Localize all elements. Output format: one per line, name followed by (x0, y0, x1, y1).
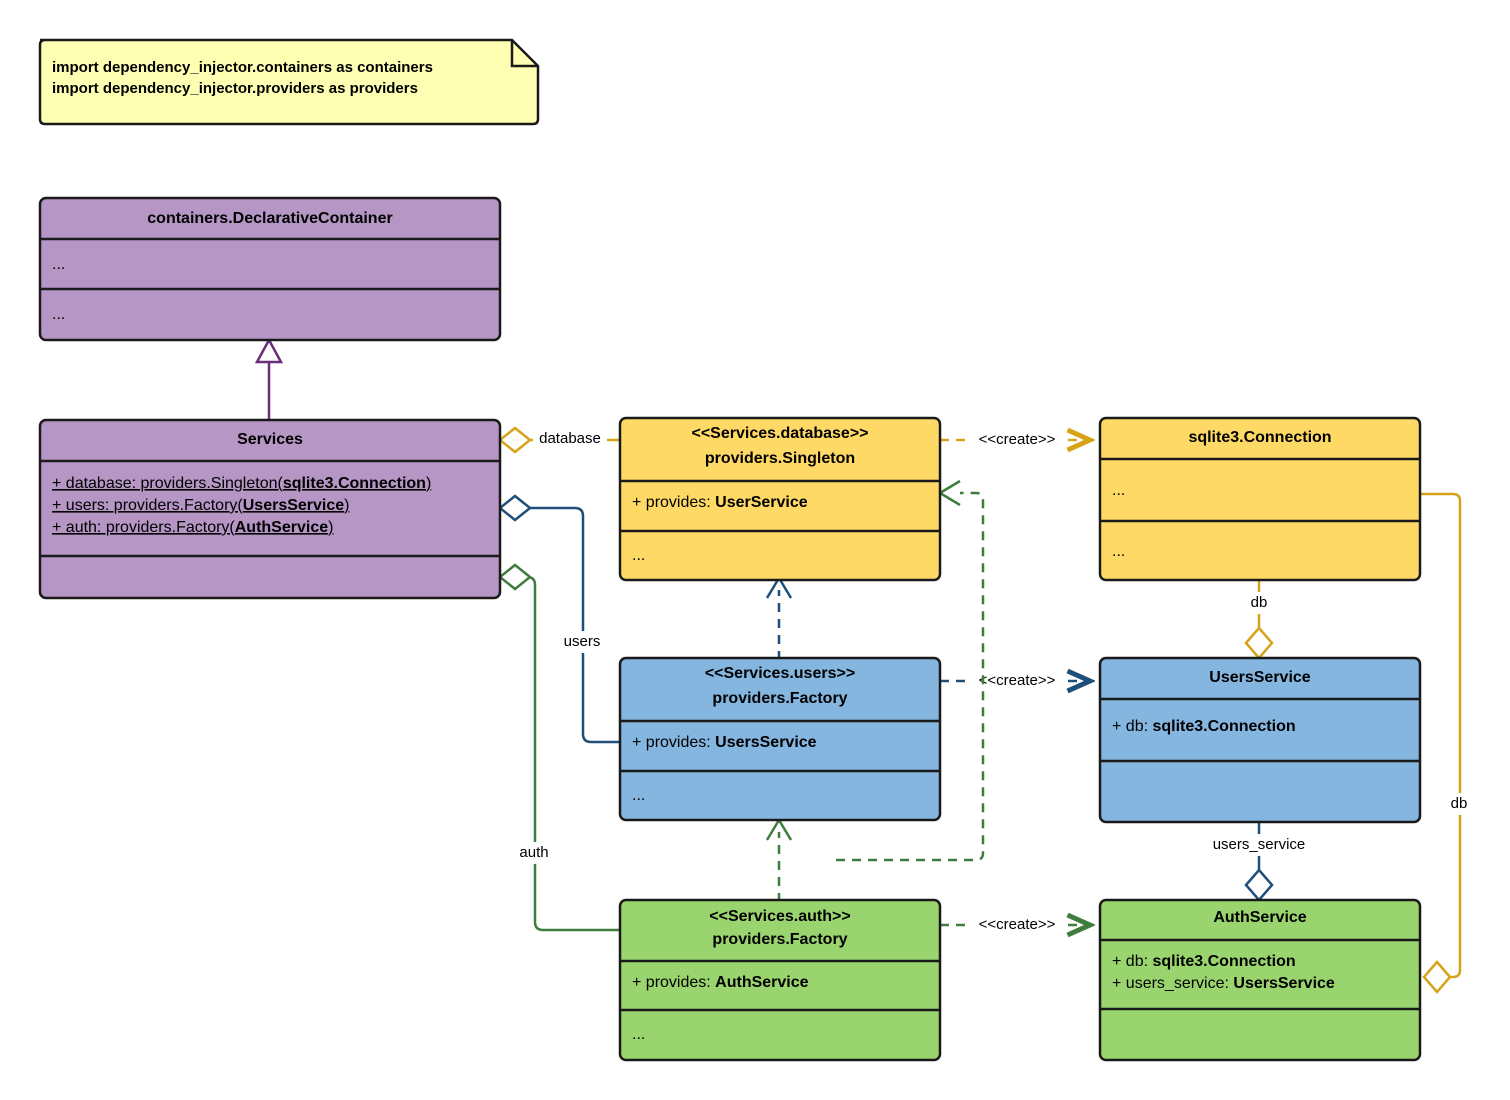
edge-label-create-users: <<create>> (979, 672, 1056, 689)
edge-dependency-auth-to-database (836, 479, 985, 862)
edge-label-users: users (564, 633, 601, 650)
services-users-method-placeholder: ... (632, 787, 645, 804)
aggregation-diamond-database (497, 426, 533, 454)
class-stereotype-services-users: <<Services.users>> (705, 665, 855, 682)
edge-aggregation-db-users: db (1240, 580, 1280, 660)
class-method-placeholder: ... (52, 306, 65, 323)
note-line-1: import dependency_injector.containers as… (52, 59, 433, 76)
auth-service-attr-db: + db: sqlite3.Connection (1112, 953, 1296, 970)
note-line-2: import dependency_injector.providers as … (52, 80, 418, 97)
sqlite3-connection-method-placeholder: ... (1112, 543, 1125, 560)
aggregation-diamond-auth (497, 563, 533, 591)
class-box-auth-service[interactable]: AuthService + db: sqlite3.Connection + u… (1098, 898, 1422, 1062)
edge-dependency-users-to-database (765, 577, 793, 660)
class-box-users-service[interactable]: UsersService + db: sqlite3.Connection (1098, 656, 1422, 824)
services-database-attr-provides: + provides: UserService (632, 494, 808, 511)
edge-label-db-auth: db (1451, 795, 1468, 812)
edge-aggregation-database: database (497, 426, 620, 454)
services-attr-users: + users: providers.Factory(UsersService) (52, 497, 349, 514)
edge-aggregation-users: users (497, 494, 620, 744)
sqlite3-connection-attr-placeholder: ... (1112, 482, 1125, 499)
edge-inheritance-services (254, 337, 284, 420)
class-box-services[interactable]: Services + database: providers.Singleton… (38, 418, 502, 600)
edge-label-db-users: db (1251, 594, 1268, 611)
services-attr-auth: + auth: providers.Factory(AuthService) (52, 519, 333, 536)
aggregation-diamond-db-users (1244, 626, 1274, 660)
edge-create-users: <<create>> (940, 670, 1090, 692)
edge-label-create-auth: <<create>> (979, 916, 1056, 933)
class-box-services-auth[interactable]: <<Services.auth>> providers.Factory + pr… (618, 898, 942, 1062)
edge-create-auth: <<create>> (940, 914, 1090, 936)
note-fold-icon (510, 40, 538, 68)
aggregation-diamond-users-service (1244, 868, 1274, 902)
class-stereotype-services-database: <<Services.database>> (691, 425, 868, 442)
services-database-method-placeholder: ... (632, 547, 645, 564)
services-auth-attr-provides: + provides: AuthService (632, 974, 809, 991)
class-box-sqlite3-connection[interactable]: sqlite3.Connection ... ... (1098, 416, 1422, 582)
class-title-users-service: UsersService (1209, 669, 1311, 686)
edge-aggregation-auth: auth (497, 563, 620, 932)
import-note: import dependency_injector.containers as… (38, 38, 540, 126)
class-title-services: Services (237, 431, 303, 448)
edge-aggregation-db-auth: db (1420, 492, 1480, 994)
class-box-services-database[interactable]: <<Services.database>> providers.Singleto… (618, 416, 942, 582)
class-title-declarative-container: containers.DeclarativeContainer (147, 210, 392, 227)
class-title-services-database: providers.Singleton (705, 450, 855, 467)
class-box-services-users[interactable]: <<Services.users>> providers.Factory + p… (618, 656, 942, 822)
aggregation-diamond-users (497, 494, 533, 522)
edge-label-database: database (539, 430, 601, 447)
edge-create-database: <<create>> (940, 429, 1090, 451)
class-stereotype-services-auth: <<Services.auth>> (709, 908, 850, 925)
auth-service-attr-users-service: + users_service: UsersService (1112, 975, 1335, 992)
edge-dependency-auth-to-users (765, 819, 793, 902)
class-title-services-auth: providers.Factory (712, 931, 847, 948)
services-users-attr-provides: + provides: UsersService (632, 734, 817, 751)
class-attr-placeholder: ... (52, 256, 65, 273)
edge-label-users-service: users_service (1213, 836, 1306, 853)
class-title-services-users: providers.Factory (712, 690, 847, 707)
aggregation-diamond-db-auth (1422, 960, 1452, 994)
users-service-attr-db: + db: sqlite3.Connection (1112, 718, 1296, 735)
note-shape (38, 38, 540, 126)
class-title-auth-service: AuthService (1213, 909, 1306, 926)
edge-label-auth: auth (519, 844, 548, 861)
edge-label-create-database: <<create>> (979, 431, 1056, 448)
services-attr-database: + database: providers.Singleton(sqlite3.… (52, 475, 431, 492)
class-box-declarative-container[interactable]: containers.DeclarativeContainer ... ... (38, 196, 502, 342)
services-auth-method-placeholder: ... (632, 1026, 645, 1043)
class-title-sqlite3-connection: sqlite3.Connection (1188, 429, 1331, 446)
edge-aggregation-users-service: users_service (1192, 822, 1328, 902)
